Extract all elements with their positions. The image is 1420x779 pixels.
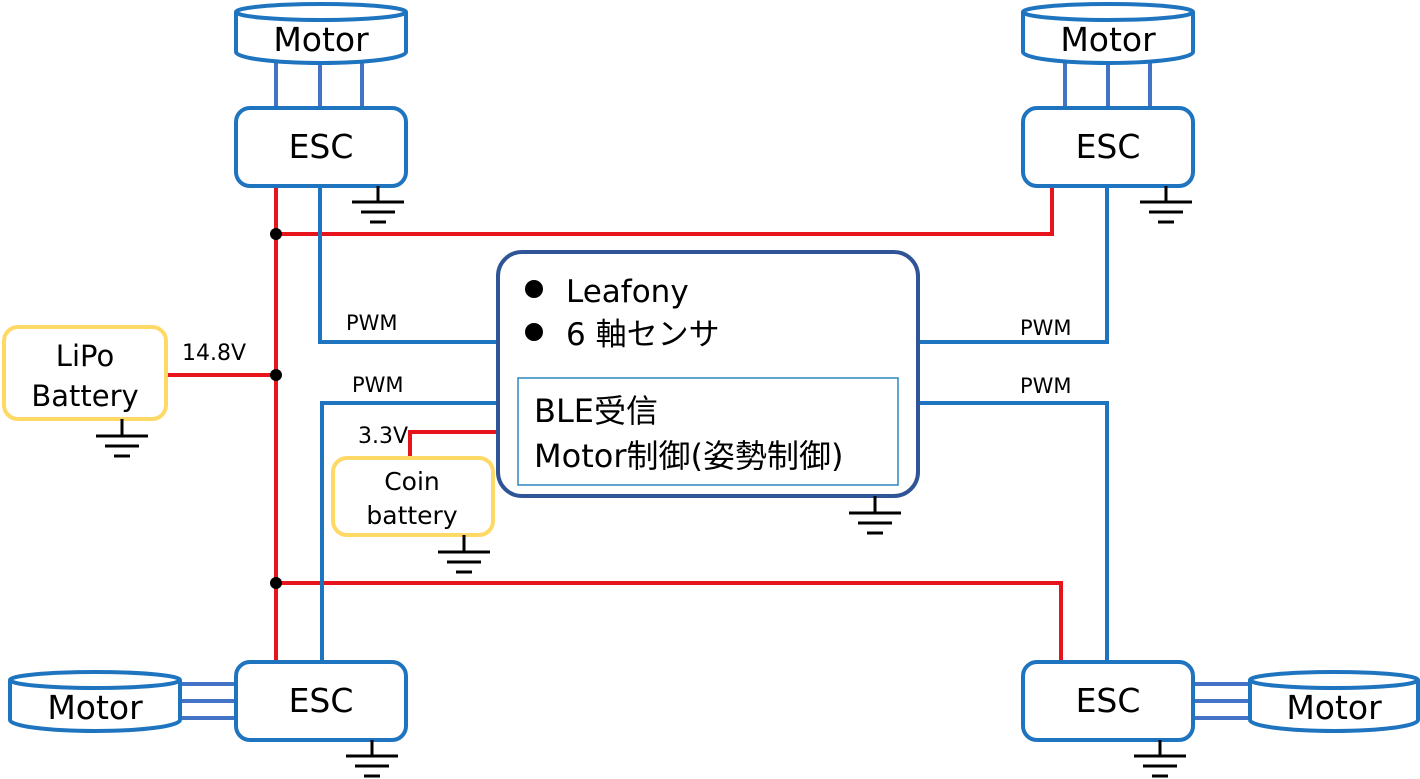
controller-inner-line-ble: BLE受信 bbox=[534, 392, 658, 430]
lipo-battery: LiPo Battery bbox=[2, 325, 168, 421]
motor-label: Motor bbox=[273, 20, 369, 59]
power-wire-coin bbox=[408, 430, 498, 460]
motor-bottom-left: Motor bbox=[8, 670, 182, 733]
pwm-label-top-right: PWM bbox=[1020, 316, 1072, 340]
coin-battery: Coin battery bbox=[331, 456, 495, 537]
esc-top-right: ESC bbox=[1021, 106, 1195, 188]
pwm-wire-bottom-left bbox=[320, 401, 498, 662]
motor-bottom-right: Motor bbox=[1248, 670, 1420, 733]
ground-icon bbox=[1140, 186, 1192, 224]
esc-bottom-right: ESC bbox=[1021, 660, 1195, 742]
ground-icon bbox=[1134, 740, 1186, 778]
motor-top-left: Motor bbox=[234, 2, 408, 65]
power-wire-bottom-right-esc bbox=[276, 581, 1063, 662]
esc-label: ESC bbox=[289, 127, 354, 166]
pwm-label-bottom-left: PWM bbox=[352, 373, 404, 397]
phase-wires bbox=[180, 62, 1250, 720]
pwm-label-bottom-right: PWM bbox=[1020, 374, 1072, 398]
esc-bottom-left: ESC bbox=[234, 660, 408, 742]
motor-label: Motor bbox=[1060, 20, 1156, 59]
ground-icon bbox=[346, 740, 398, 778]
ground-icon bbox=[849, 496, 901, 535]
pwm-wire-top-left bbox=[318, 186, 498, 344]
lipo-label-line2: Battery bbox=[31, 379, 138, 413]
controller-inner-box bbox=[517, 377, 899, 486]
controller-inner-line-motor: Motor制御(姿勢制御) bbox=[534, 437, 843, 475]
junction-dot bbox=[270, 577, 282, 589]
ground-icon bbox=[438, 535, 490, 574]
coin-label-line2: battery bbox=[366, 501, 457, 530]
controller-board: Leafony 6 軸センサ BLE受信 Motor制御(姿勢制御) bbox=[496, 250, 920, 498]
esc-label: ESC bbox=[1076, 127, 1141, 166]
junction-dot bbox=[270, 369, 282, 381]
bullet-dot bbox=[525, 280, 543, 298]
power-wire-top-right-esc bbox=[276, 186, 1054, 236]
controller-bullet-leafony: Leafony bbox=[566, 274, 689, 310]
esc-top-left: ESC bbox=[234, 106, 408, 188]
coin-label-line1: Coin bbox=[384, 467, 440, 496]
junction-dot bbox=[270, 228, 282, 240]
voltage-label-coin: 3.3V bbox=[358, 424, 408, 449]
esc-label: ESC bbox=[1076, 681, 1141, 720]
ground-icon bbox=[352, 186, 404, 224]
motor-label: Motor bbox=[1286, 688, 1382, 727]
voltage-label-lipo: 14.8V bbox=[182, 341, 246, 366]
bullet-dot bbox=[525, 323, 543, 341]
pwm-wire-top-right bbox=[918, 186, 1109, 344]
pwm-wire-bottom-right bbox=[918, 401, 1109, 662]
power-junctions bbox=[270, 228, 282, 589]
signal-wires bbox=[318, 186, 1109, 662]
esc-label: ESC bbox=[289, 681, 354, 720]
ground-icon bbox=[96, 419, 148, 458]
motor-label: Motor bbox=[47, 688, 143, 727]
controller-bullet-sensor: 6 軸センサ bbox=[566, 317, 720, 353]
lipo-label-line1: LiPo bbox=[56, 339, 114, 373]
pwm-label-top-left: PWM bbox=[346, 311, 398, 335]
ground-symbols bbox=[96, 186, 1192, 778]
motor-top-right: Motor bbox=[1021, 2, 1195, 65]
